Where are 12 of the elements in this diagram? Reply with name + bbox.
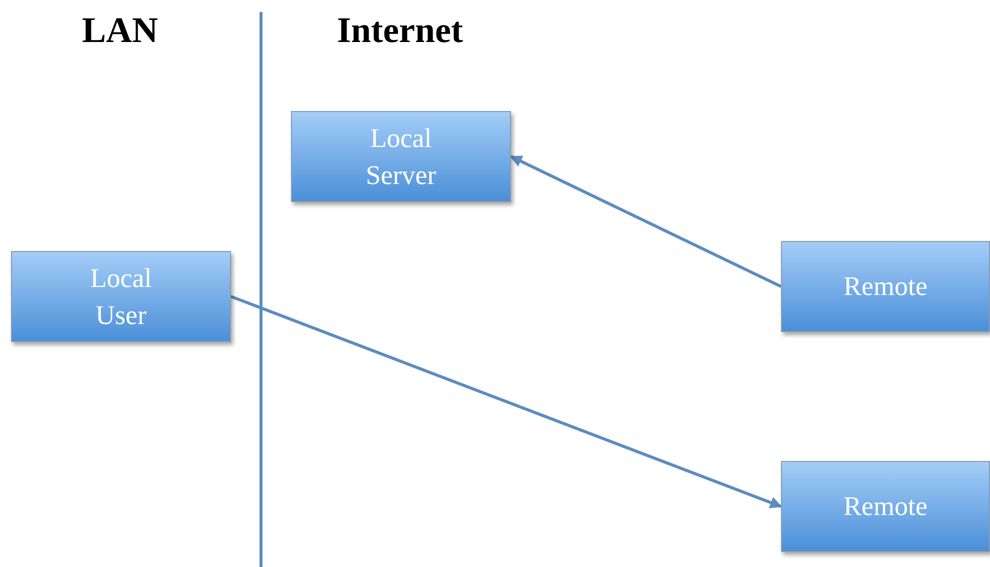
section-heading: Internet bbox=[336, 12, 464, 48]
box-label: Remote bbox=[842, 270, 928, 303]
process-box bbox=[781, 461, 990, 552]
box-label: Local Server bbox=[364, 122, 438, 192]
process-box bbox=[781, 241, 990, 332]
box-label: Remote bbox=[842, 490, 928, 523]
section-heading: LAN bbox=[80, 12, 159, 48]
arrow bbox=[510, 155, 782, 288]
box-label: Local User bbox=[89, 262, 153, 332]
process-box bbox=[291, 111, 511, 202]
process-box bbox=[11, 251, 231, 342]
arrow bbox=[230, 295, 782, 508]
